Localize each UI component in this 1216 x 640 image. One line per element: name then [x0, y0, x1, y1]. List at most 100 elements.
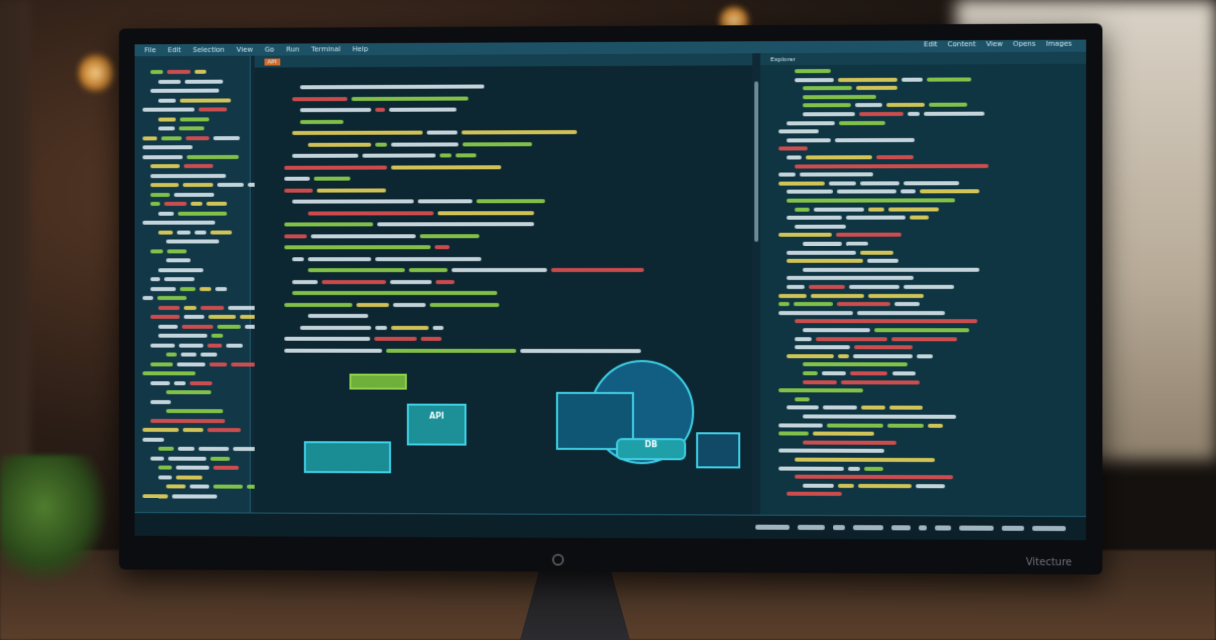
tab-api[interactable]: API [264, 58, 280, 66]
code-token [210, 456, 230, 461]
menu-item[interactable]: File [144, 46, 156, 55]
status-item[interactable] [798, 524, 825, 530]
code-token [778, 146, 808, 151]
code-token [213, 484, 243, 489]
code-token [437, 210, 535, 215]
code-token [375, 107, 386, 112]
status-item[interactable] [852, 525, 884, 531]
code-token [158, 305, 180, 310]
editor-scrollbar[interactable] [754, 81, 759, 242]
code-token [809, 284, 845, 289]
code-token [194, 69, 207, 74]
code-token [794, 224, 846, 229]
code-token [864, 466, 884, 471]
code-token [426, 130, 458, 135]
status-item[interactable] [1032, 525, 1066, 532]
menu-item[interactable]: Run [286, 45, 300, 54]
code-token [812, 431, 875, 436]
code-token [850, 371, 888, 376]
code-token [794, 319, 978, 324]
code-token [853, 354, 913, 359]
code-token [786, 189, 834, 195]
code-token [150, 201, 161, 206]
menu-item[interactable]: Opens [1013, 39, 1036, 49]
code-token [158, 98, 176, 103]
code-token [821, 371, 847, 376]
code-token [891, 336, 958, 341]
code-token [828, 181, 857, 186]
status-item[interactable] [959, 525, 994, 531]
menu-item[interactable]: Edit [167, 46, 182, 55]
code-token [178, 126, 205, 131]
code-token [351, 96, 469, 101]
code-token [926, 77, 972, 82]
code-token [179, 97, 232, 103]
code-token [150, 456, 165, 461]
code-token [794, 457, 935, 463]
code-token [432, 325, 444, 330]
code-token [150, 248, 163, 253]
code-token [799, 172, 874, 177]
menu-item[interactable]: Selection [192, 45, 225, 54]
code-token [307, 268, 406, 273]
code-token [166, 409, 224, 414]
code-token [167, 69, 191, 74]
code-token [439, 153, 452, 158]
status-item[interactable] [935, 525, 952, 531]
status-item[interactable] [1001, 525, 1025, 531]
status-item[interactable] [755, 524, 791, 530]
code-token [778, 431, 809, 436]
code-token [894, 302, 920, 307]
code-token [164, 201, 188, 206]
menu-item[interactable]: Content [947, 40, 976, 49]
code-token [310, 233, 416, 238]
code-token [778, 388, 864, 393]
code-token [183, 314, 205, 319]
code-token [802, 103, 852, 108]
code-token [519, 348, 642, 353]
right-code-panel[interactable]: Explorer [760, 51, 1087, 517]
code-token [802, 112, 855, 117]
code-token [142, 135, 158, 140]
menu-item[interactable]: View [986, 40, 1003, 49]
code-token [802, 86, 852, 91]
code-token [900, 189, 916, 194]
status-item[interactable] [832, 524, 845, 531]
menu-item[interactable]: Go [264, 45, 275, 54]
code-token [391, 141, 459, 147]
code-token [375, 256, 482, 261]
file-explorer-sidebar[interactable] [134, 55, 272, 513]
menu-item[interactable]: Help [352, 45, 369, 54]
status-bar [134, 512, 1087, 541]
code-token [794, 77, 834, 82]
code-token [142, 437, 165, 442]
menu-item[interactable]: Images [1045, 39, 1072, 48]
code-token [838, 120, 886, 125]
diagram-node-output [696, 432, 741, 469]
code-token [802, 328, 870, 333]
menu-item[interactable]: Terminal [311, 45, 341, 54]
code-token [389, 279, 433, 284]
code-token [857, 483, 912, 488]
code-token [150, 173, 226, 178]
code-token [158, 211, 174, 216]
status-item[interactable] [891, 525, 911, 531]
code-token [802, 241, 843, 246]
code-token [177, 361, 206, 366]
code-token [834, 137, 915, 143]
code-token [142, 220, 215, 225]
architecture-diagram: ⟷ API DB [303, 359, 766, 503]
code-token [198, 446, 230, 451]
code-token [284, 302, 353, 307]
code-token [434, 245, 450, 250]
code-token [389, 107, 457, 112]
code-token [778, 293, 808, 298]
menu-item[interactable]: View [236, 45, 253, 54]
code-token [793, 302, 834, 307]
status-item[interactable] [918, 525, 928, 531]
menu-item[interactable]: Edit [923, 40, 938, 49]
code-token [451, 268, 548, 273]
code-token [786, 138, 831, 143]
code-token [919, 189, 980, 194]
code-token [778, 172, 796, 177]
